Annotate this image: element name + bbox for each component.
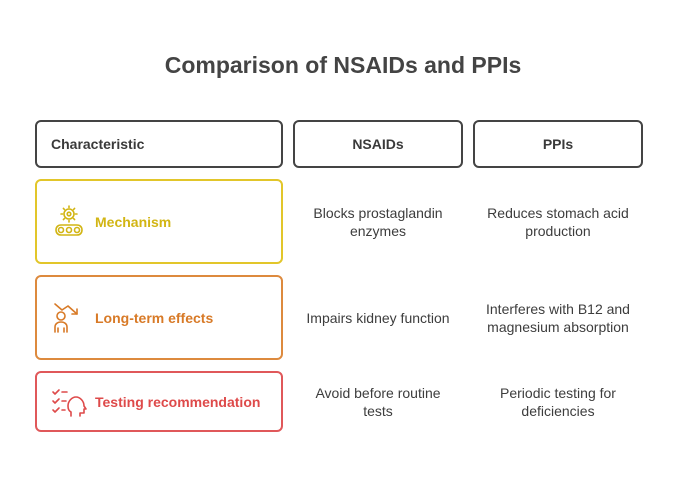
checklist-head-icon xyxy=(52,388,87,417)
row-testing-recommendation: Testing recommendation xyxy=(35,371,283,432)
header-nsaids: NSAIDs xyxy=(293,120,463,168)
gears-conveyor-icon xyxy=(55,204,83,236)
page-title: Comparison of NSAIDs and PPIs xyxy=(164,52,522,78)
cell-testing-ppis: Periodic testing for deficiencies xyxy=(500,384,616,419)
row-long-term-effects: Long-term effects xyxy=(35,275,283,360)
header-characteristic: Characteristic xyxy=(35,120,283,168)
cell-mechanism-nsaids: Blocks prostaglandin enzymes xyxy=(313,204,443,239)
row-mechanism-label: Mechanism xyxy=(95,213,172,230)
cell-long-term-ppis: Interferes with B12 and magnesium absorp… xyxy=(486,300,630,335)
header-characteristic-label: Characteristic xyxy=(51,136,145,152)
header-nsaids-label: NSAIDs xyxy=(352,136,404,152)
header-ppis: PPIs xyxy=(473,120,643,168)
cell-long-term-nsaids: Impairs kidney function xyxy=(306,309,450,326)
row-mechanism: Mechanism xyxy=(35,179,283,264)
row-long-term-effects-label: Long-term effects xyxy=(95,309,214,326)
header-ppis-label: PPIs xyxy=(542,136,574,152)
row-testing-recommendation-label: Testing recommendation xyxy=(95,393,261,410)
cell-testing-nsaids: Avoid before routine tests xyxy=(315,384,441,419)
person-decline-icon xyxy=(54,302,78,333)
cell-mechanism-ppis: Reduces stomach acid production xyxy=(487,204,629,239)
